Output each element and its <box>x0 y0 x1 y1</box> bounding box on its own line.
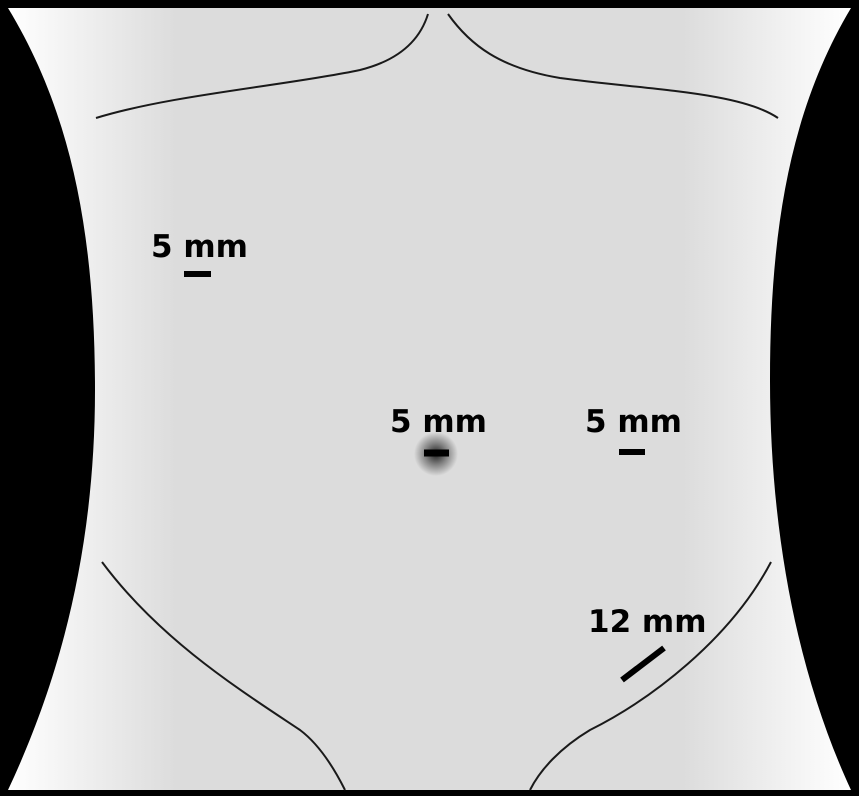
port-label-umbilical: 5 mm <box>390 404 487 440</box>
torso-silhouette <box>8 8 851 790</box>
port-label-left-mid: 5 mm <box>585 404 682 440</box>
port-label-left-lower: 12 mm <box>588 604 707 640</box>
port-label-right-upper: 5 mm <box>151 229 248 265</box>
